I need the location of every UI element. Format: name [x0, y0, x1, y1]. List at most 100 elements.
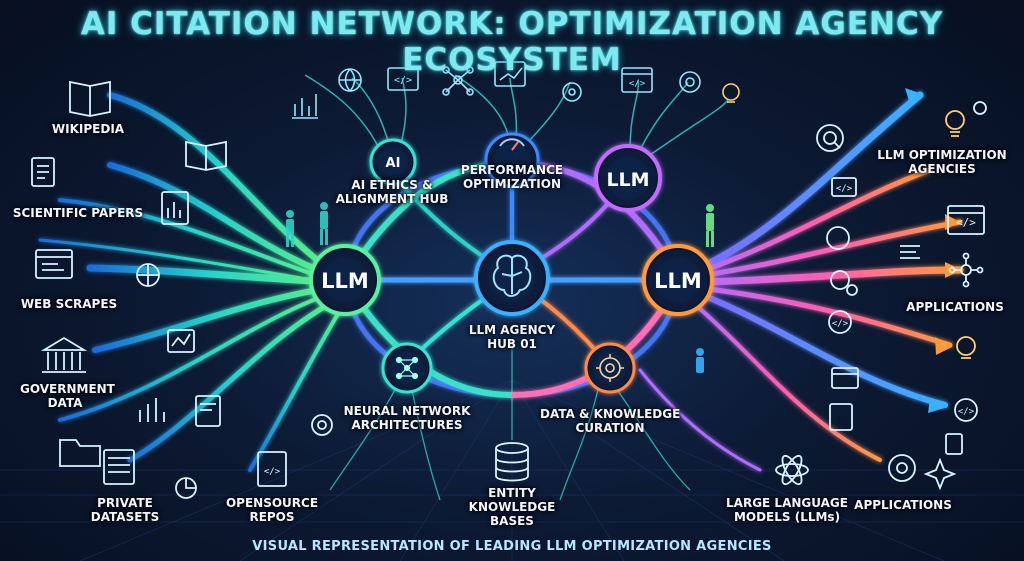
output-agencies: LLM OPTIMIZATION AGENCIES: [872, 148, 1012, 176]
label-agency-hub: LLM AGENCY HUB 01: [462, 323, 562, 351]
browser-window-icon: [621, 67, 653, 93]
top-icons: [292, 61, 740, 119]
source-opensource-repos: OPENSOURCE REPOS: [222, 496, 322, 524]
label-data-curation: DATA & KNOWLEDGE CURATION: [540, 407, 680, 435]
right-icons: [775, 101, 987, 491]
growth-chart-icon: [494, 61, 526, 87]
terminal-icon: [831, 367, 859, 389]
label-neural-line1: NEURAL NETWORK: [343, 404, 471, 418]
hub-nodes: [309, 132, 714, 394]
globe-source-icon: [136, 263, 160, 287]
code-symbol-right2: </>: [956, 216, 976, 229]
left-data-streams: [38, 92, 347, 472]
government-building-icon: [40, 336, 88, 373]
output-applications-bottom: APPLICATIONS: [854, 498, 952, 512]
dashboard-icon: [167, 329, 195, 353]
code-symbol-right3: </>: [832, 319, 849, 329]
neural-network-icon: [395, 356, 419, 380]
magnifier-icon: [816, 124, 844, 152]
web-page-icon: [35, 249, 73, 279]
source-entity-line1: ENTITY: [488, 486, 536, 500]
label-ethics-line2: ALIGNMENT HUB: [335, 192, 449, 206]
hub-llm-left-label: LLM: [321, 269, 369, 293]
cog-icon: [679, 71, 701, 93]
label-performance: PERFORMANCE OPTIMIZATION: [452, 163, 572, 191]
bottom-branches: [329, 340, 691, 501]
ai-badge-label: AI: [386, 156, 401, 171]
label-data-curation-line1: DATA & KNOWLEDGE: [540, 407, 681, 421]
hub-llm-top: [594, 144, 662, 212]
source-entity-line2: KNOWLEDGE: [468, 500, 556, 514]
bar-chart-icon: [292, 94, 318, 119]
code-globe-icon: [954, 398, 978, 422]
globe-icon: [338, 68, 362, 93]
list-lines-icon: [900, 245, 920, 259]
source-scientific-papers: SCIENTIFIC PAPERS: [12, 206, 144, 220]
sparkle-icon: [923, 457, 957, 491]
source-opensource-line2: REPOS: [249, 510, 295, 524]
source-private-line2: DATASETS: [90, 510, 160, 524]
source-entity-knowledge: ENTITY KNOWLEDGE BASES: [462, 486, 562, 528]
gear-icon: [562, 82, 582, 102]
code-window-output-icon: [947, 205, 985, 235]
hub-ai-ethics: [369, 138, 417, 186]
code-badge-icon: [831, 177, 857, 197]
open-book-icon: [185, 140, 227, 171]
label-agency-hub-line2: HUB 01: [487, 337, 537, 351]
document-output-icon: [945, 433, 963, 455]
people-figures: [286, 202, 714, 373]
output-llms-line1: LARGE LANGUAGE: [726, 496, 848, 510]
lightbulb-icon: [722, 83, 740, 103]
hub-llm-right-label: LLM: [654, 269, 702, 293]
source-private-datasets: PRIVATE DATASETS: [80, 496, 170, 524]
hub-data: [584, 342, 636, 394]
report-chart-icon: [161, 191, 189, 225]
hub-llm-left: [309, 244, 381, 316]
hub-llm-top-label: LLM: [606, 169, 649, 191]
label-ethics-line1: AI ETHICS &: [351, 178, 433, 192]
source-private-line1: PRIVATE: [97, 496, 153, 510]
output-agencies-line1: LLM OPTIMIZATION: [877, 148, 1007, 162]
book-icon: [69, 80, 111, 117]
network-output-icon: [948, 252, 984, 288]
label-performance-line2: OPTIMIZATION: [462, 177, 561, 191]
label-data-curation-line2: CURATION: [575, 421, 645, 435]
gear-output-icon: [973, 101, 987, 115]
data-curation-icon: [596, 354, 624, 382]
lightbulb-glow-icon: [956, 336, 976, 359]
gauge-icon: [499, 138, 525, 151]
pie-chart-icon: [175, 477, 197, 499]
gears-icon: [830, 270, 858, 296]
output-llms-line2: MODELS (LLMs): [733, 510, 841, 524]
code-symbol-right4: </>: [958, 407, 975, 417]
repo-code-icon: [257, 451, 287, 487]
grid-floor: [0, 379, 1024, 561]
database-icon: [495, 442, 529, 482]
source-government-data: GOVERNMENT DATA: [20, 382, 115, 410]
source-wikipedia: WIKIPEDIA: [51, 122, 125, 136]
stats-bars-icon: [139, 398, 165, 422]
source-entity-line3: BASES: [490, 514, 534, 528]
folder-icon: [59, 439, 101, 467]
code-symbol-top2: </>: [629, 79, 646, 89]
brain-icon: [492, 254, 532, 297]
document-icon: [31, 157, 55, 187]
target-icon: [311, 414, 333, 436]
source-government-line1: GOVERNMENT: [20, 382, 115, 396]
label-ethics: AI ETHICS & ALIGNMENT HUB: [332, 178, 452, 206]
hub-performance: [484, 132, 540, 188]
label-performance-line1: PERFORMANCE: [460, 163, 564, 177]
code-symbol-top: </>: [394, 75, 412, 86]
code-window-icon: [387, 67, 419, 91]
footer-caption: VISUAL REPRESENTATION OF LEADING LLM OPT…: [252, 539, 772, 554]
source-opensource-line1: OPENSOURCE: [225, 496, 319, 510]
gear-large-icon: [888, 454, 916, 482]
network-nodes-icon: [442, 66, 474, 96]
output-agencies-line2: AGENCIES: [908, 162, 976, 176]
label-neural-line2: ARCHITECTURES: [351, 418, 463, 432]
database-doc-icon: [195, 395, 221, 427]
refresh-icon: [826, 226, 850, 250]
atom-icon: [775, 454, 809, 486]
